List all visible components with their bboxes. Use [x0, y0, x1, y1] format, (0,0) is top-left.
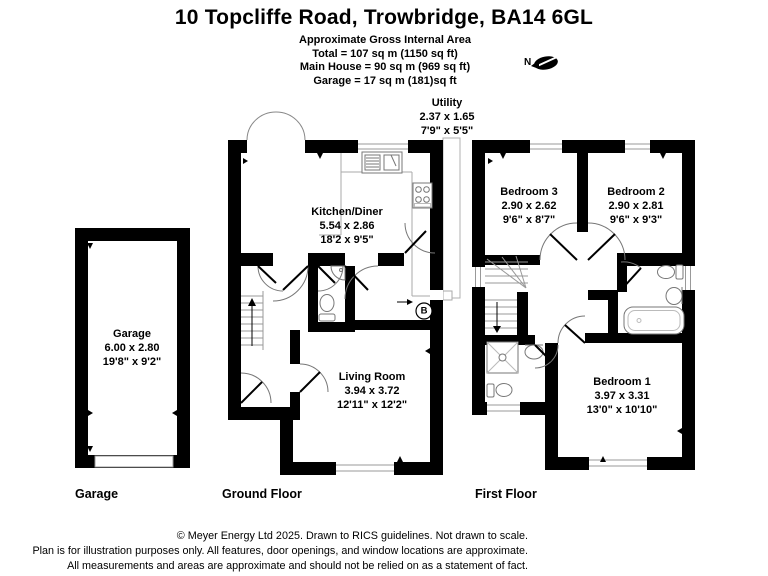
measure-ticks — [243, 153, 430, 462]
area-line: Total = 107 sq m (1150 sq ft) — [312, 47, 458, 60]
room-label-bed1: Bedroom 1 3.97 x 3.31 13'0" x 10'10" — [586, 376, 658, 416]
side-door-step — [442, 290, 453, 301]
page-title: 10 Topcliffe Road, Trowbridge, BA14 6GL — [174, 6, 594, 29]
area-line: Garage = 17 sq m (181)sq ft — [313, 74, 457, 87]
door-arcs-ground — [240, 222, 436, 404]
kitchen-sink-icon — [361, 151, 403, 174]
north-label: N — [524, 57, 532, 68]
room-label-bed2: Bedroom 2 2.90 x 2.81 9'6" x 9'3" — [607, 186, 665, 226]
stairs-first — [485, 255, 528, 329]
ground-floor-walls — [228, 140, 443, 475]
first-floor-plan — [472, 140, 695, 470]
ground-floor-plan — [228, 111, 461, 475]
side-door-arrow — [397, 299, 413, 305]
room-label-living: Living Room 3.94 x 3.72 12'11" x 12'2" — [336, 371, 408, 411]
window — [336, 140, 443, 475]
first-floor-walls — [472, 140, 695, 470]
disclaimer: © Meyer Energy Ltd 2025. Drawn to RICS g… — [0, 529, 528, 574]
toilet-icon — [318, 294, 336, 322]
disclaimer-line: © Meyer Energy Ltd 2025. Drawn to RICS g… — [176, 530, 528, 542]
ensuite-toilet-icon — [486, 383, 513, 398]
garage-plan — [75, 228, 190, 468]
measure-ticks — [87, 243, 177, 452]
area-line: Main House = 90 sq m (969 sq ft) — [299, 61, 471, 73]
north-arrow-icon — [531, 56, 558, 70]
boiler-circle — [415, 302, 433, 320]
area-line: Approximate Gross Internal Area — [299, 34, 471, 46]
boiler-label: B — [420, 305, 428, 317]
disclaimer-line: All measurements and areas are approxima… — [67, 560, 528, 572]
disclaimer-line: Plan is for illustration purposes only. … — [32, 545, 528, 557]
bath-icon — [623, 306, 685, 335]
room-label-garage: Garage 6.00 x 2.80 19'8" x 9'2" — [102, 328, 162, 368]
floor-label-ground: Ground Floor — [222, 487, 302, 501]
stairs-up-arrow — [248, 298, 256, 346]
shower-icon — [486, 341, 519, 374]
door-arcs-first — [534, 222, 642, 369]
area-summary: Approximate Gross Internal Area Total = … — [155, 34, 615, 88]
floor-label-first: First Floor — [475, 487, 537, 501]
bathroom-basin-icon — [665, 287, 683, 305]
measure-ticks — [488, 153, 682, 462]
french-doors — [246, 111, 306, 141]
hob-icon — [412, 182, 433, 209]
utility-outline — [442, 137, 461, 299]
room-label-kitchen: Kitchen/Diner 5.54 x 2.86 18'2 x 9'5" — [311, 206, 383, 246]
ensuite-basin-icon — [524, 344, 544, 360]
floor-label-garage: Garage — [75, 487, 119, 501]
garage-door — [94, 455, 174, 468]
corner-basin-icon — [330, 265, 346, 281]
bathroom-toilet-icon — [657, 264, 684, 280]
room-label-bed3: Bedroom 3 2.90 x 2.62 9'6" x 8'7" — [500, 186, 558, 226]
room-label-utility: Utility 2.37 x 1.65 7'9" x 5'5" — [419, 97, 475, 137]
stairs-down-arrow — [493, 302, 501, 333]
